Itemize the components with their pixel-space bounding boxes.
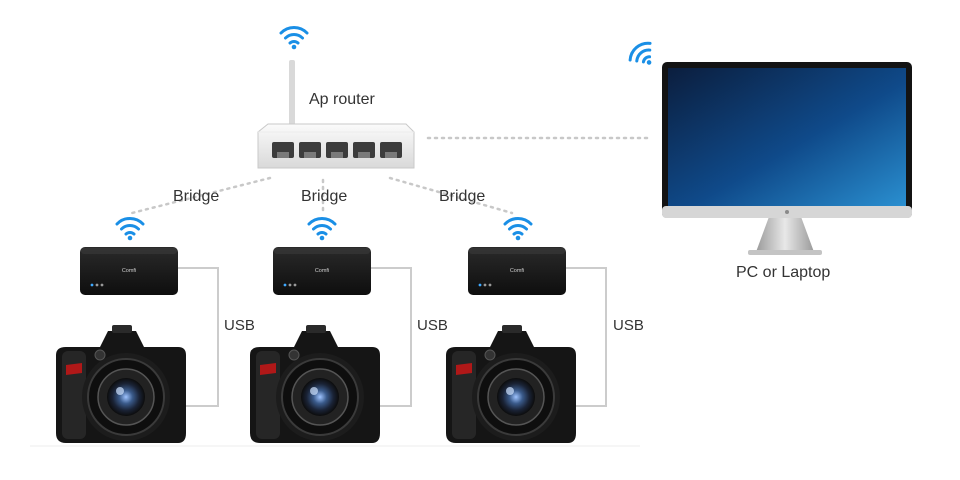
router-wifi-icon <box>279 25 309 51</box>
bridge-2-brand: Comfi <box>315 268 329 274</box>
monitor <box>662 62 912 255</box>
bridge-3-wifi-icon <box>503 216 533 242</box>
usb-cable-2 <box>371 267 412 407</box>
router-to-bridge-3-link <box>388 176 514 215</box>
bridge-1-link-label: Bridge <box>173 188 220 205</box>
usb-label-1: USB <box>224 317 255 334</box>
usb-cable-3 <box>566 267 607 407</box>
bridge-3-brand: Comfi <box>510 268 524 274</box>
camera-1 <box>55 324 187 444</box>
usb-label-2: USB <box>417 317 448 334</box>
bridge-2-link-label: Bridge <box>301 188 348 205</box>
camera-3 <box>445 324 577 444</box>
camera-2 <box>249 324 381 444</box>
router-label: Ap router <box>309 91 375 108</box>
bridge-1-brand: Comfi <box>122 268 136 274</box>
bridge-3-link-label: Bridge <box>439 188 486 205</box>
router <box>257 60 415 169</box>
computer-label: PC or Laptop <box>736 264 831 281</box>
usb-cable-1 <box>178 267 219 407</box>
usb-label-3: USB <box>613 317 644 334</box>
bridge-2-wifi-icon <box>307 216 337 242</box>
router-to-bridge-1-link <box>130 176 272 215</box>
bridge-1-wifi-icon <box>115 216 145 242</box>
computer-wifi-icon <box>625 37 663 75</box>
